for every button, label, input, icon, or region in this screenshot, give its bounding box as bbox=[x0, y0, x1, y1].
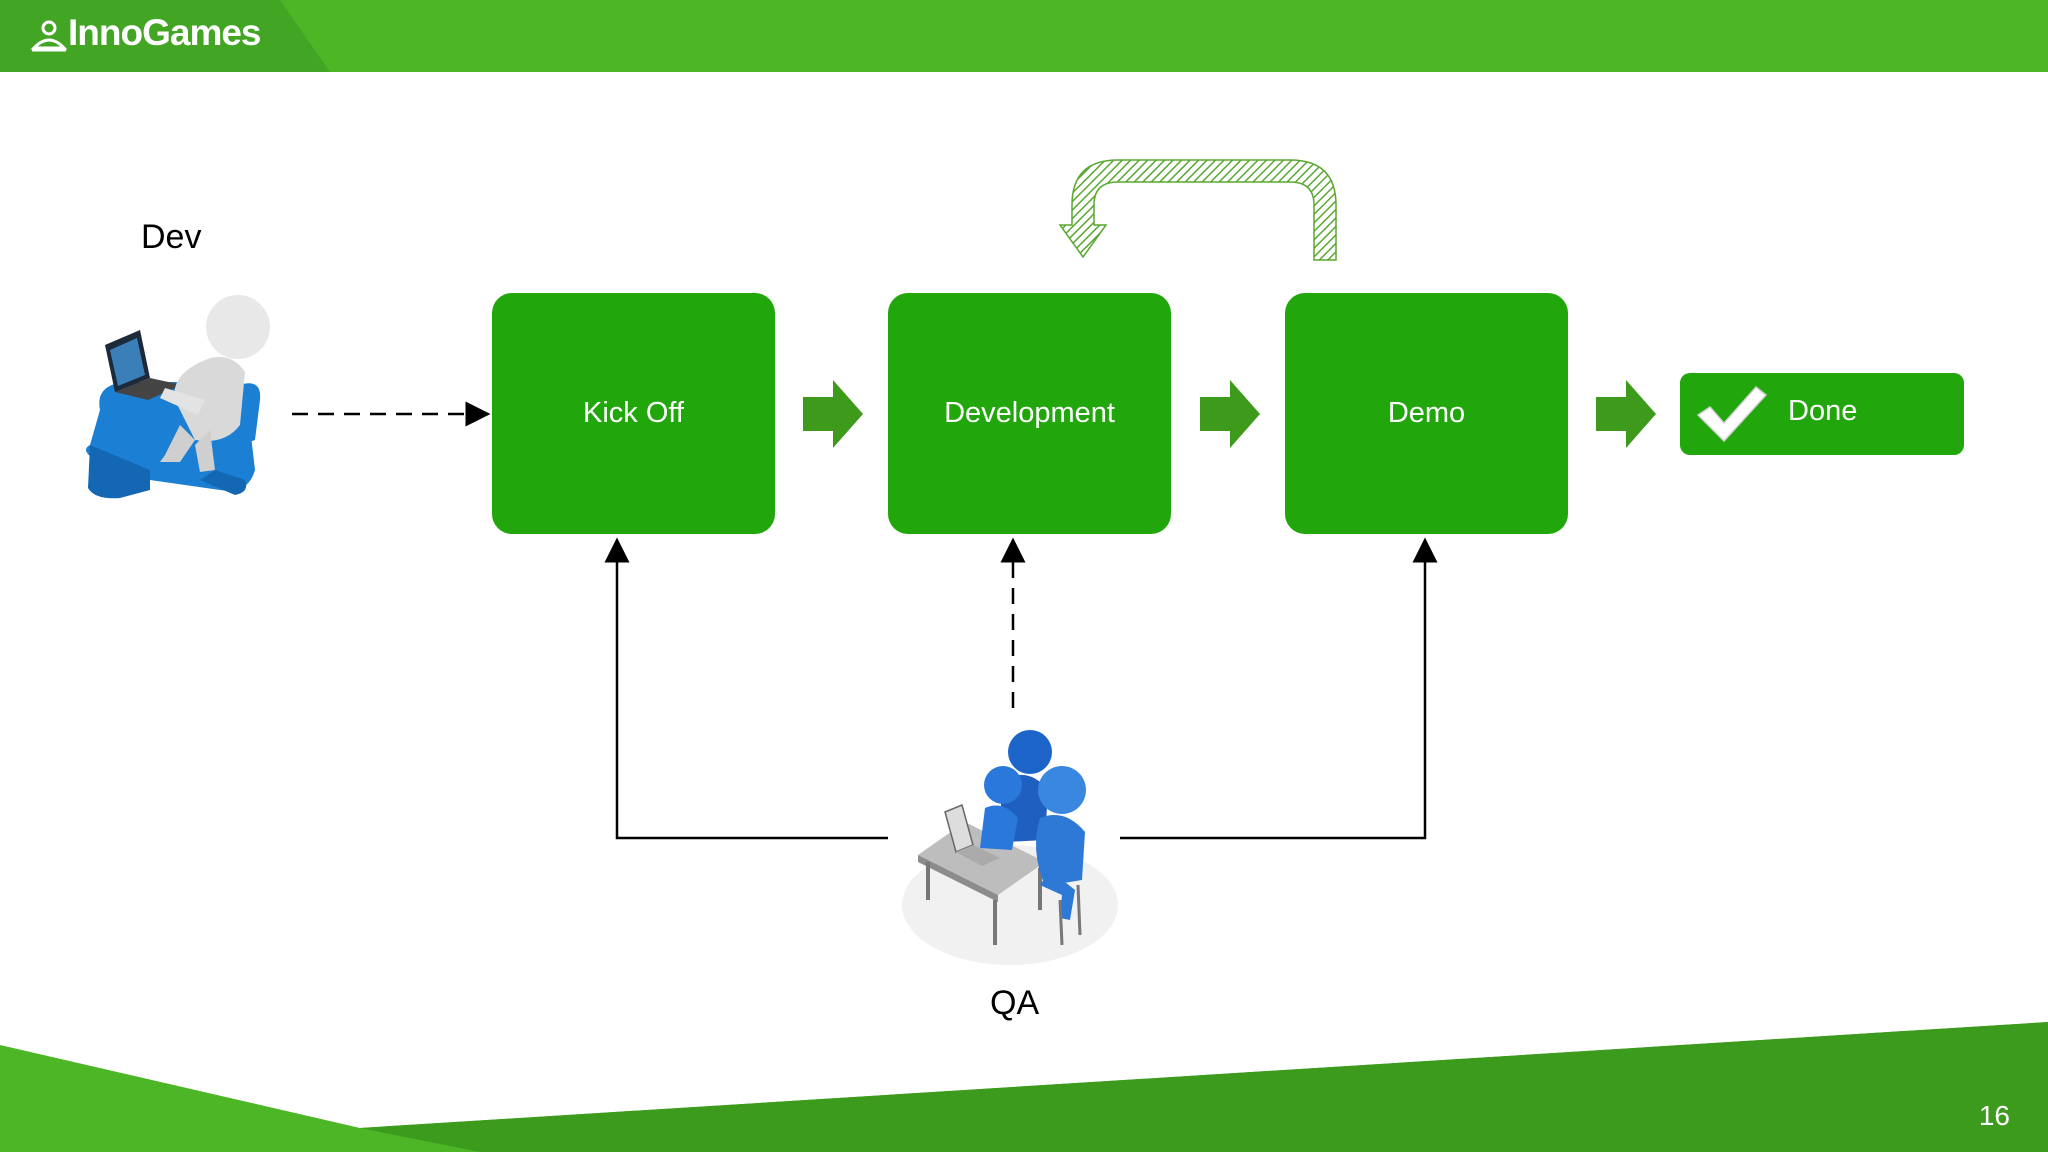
header-bar: InnoGames bbox=[0, 0, 2048, 72]
qa-to-demo-connector bbox=[1120, 537, 1438, 840]
brand-logo: InnoGames bbox=[0, 0, 330, 72]
feedback-loop-arrow bbox=[1058, 159, 1337, 261]
checkmark-icon bbox=[1696, 385, 1768, 443]
done-box: Done bbox=[1680, 373, 1964, 455]
stage-demo: Demo bbox=[1285, 293, 1568, 534]
stage-label-kick-off: Kick Off bbox=[583, 397, 684, 429]
stage-label-development: Development bbox=[944, 397, 1115, 429]
header-accent bbox=[0, 0, 330, 72]
flow-arrow-3 bbox=[1596, 380, 1656, 448]
brand-logo-text: InnoGames bbox=[68, 12, 261, 53]
stage-development: Development bbox=[888, 293, 1171, 534]
done-label: Done bbox=[1788, 395, 1858, 427]
flow-arrow-1 bbox=[803, 380, 863, 448]
brand-logo-icon bbox=[30, 20, 68, 52]
flow-arrow-2 bbox=[1200, 380, 1260, 448]
page-number: 16 bbox=[1978, 1100, 2010, 1131]
qa-label: QA bbox=[990, 984, 1040, 1022]
stage-kick-off: Kick Off bbox=[492, 293, 775, 534]
qa-to-kickoff-connector bbox=[604, 537, 888, 840]
stage-label-demo: Demo bbox=[1387, 397, 1466, 429]
dev-label: Dev bbox=[141, 218, 202, 256]
